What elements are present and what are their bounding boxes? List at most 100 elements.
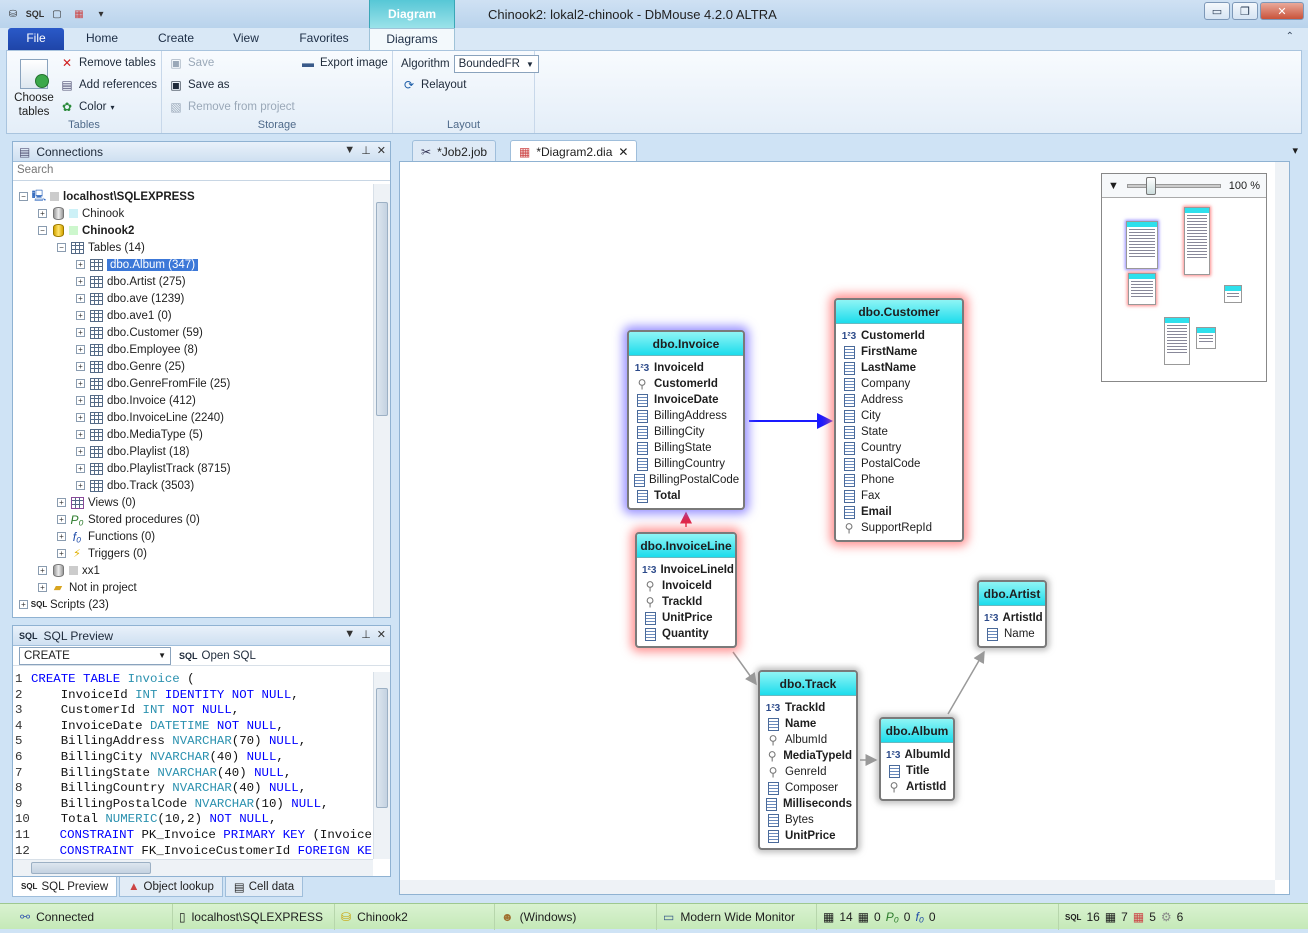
- tree-table[interactable]: +dbo.ave (1239): [76, 290, 184, 307]
- tab-file[interactable]: File: [8, 28, 64, 50]
- entity-field[interactable]: ⚲ArtistId: [886, 779, 949, 795]
- entity-field[interactable]: ⚲GenreId: [765, 764, 852, 780]
- zoom-slider-thumb[interactable]: [1146, 176, 1157, 195]
- entity-field[interactable]: BillingCountry: [634, 456, 739, 472]
- pin-icon[interactable]: ⊥: [361, 145, 371, 157]
- tab-job2[interactable]: ✂ *Job2.job: [412, 140, 497, 162]
- remove-tables-button[interactable]: ✕ Remove tables: [59, 55, 156, 71]
- qat-dropdown-icon[interactable]: ▾: [98, 8, 104, 20]
- expand-icon[interactable]: +: [76, 362, 85, 371]
- entity-field[interactable]: ⚲TrackId: [642, 594, 731, 610]
- zoom-slider[interactable]: [1126, 176, 1221, 195]
- collapse-icon[interactable]: −: [57, 243, 66, 252]
- expand-icon[interactable]: +: [76, 345, 85, 354]
- expand-icon[interactable]: +: [57, 515, 66, 524]
- tree-table[interactable]: +dbo.Genre (25): [76, 358, 185, 375]
- expand-icon[interactable]: +: [38, 566, 47, 575]
- sql-mode-select[interactable]: CREATE ▼: [19, 646, 171, 665]
- collapse-icon[interactable]: −: [38, 226, 47, 235]
- tab-object-lookup[interactable]: ▲ Object lookup: [119, 877, 223, 897]
- tree-db-chinook2[interactable]: −Chinook2: [38, 222, 134, 239]
- entity-field[interactable]: ⚲AlbumId: [765, 732, 852, 748]
- entity-field[interactable]: BillingAddress: [634, 408, 739, 424]
- expand-icon[interactable]: +: [76, 464, 85, 473]
- entity-field[interactable]: BillingCity: [634, 424, 739, 440]
- expand-icon[interactable]: +: [76, 430, 85, 439]
- expand-icon[interactable]: +: [76, 260, 85, 269]
- entity-field[interactable]: Address: [841, 392, 958, 408]
- tree-table[interactable]: +dbo.Playlist (18): [76, 443, 189, 460]
- panel-menu-icon[interactable]: ▼: [344, 144, 356, 156]
- expand-icon[interactable]: +: [38, 583, 47, 592]
- export-image-button[interactable]: ▬ Export image: [300, 55, 388, 71]
- close-tab-icon[interactable]: ✕: [618, 144, 629, 159]
- color-button[interactable]: ✿ Color ▾: [59, 99, 115, 115]
- panel-close-icon[interactable]: ✕: [376, 145, 386, 157]
- save-as-button[interactable]: ▣ Save as: [168, 77, 229, 93]
- tree-not-in-project[interactable]: +▰Not in project: [38, 579, 137, 596]
- entity-field[interactable]: ⚲MediaTypeId: [765, 748, 852, 764]
- collapse-icon[interactable]: −: [19, 192, 28, 201]
- panel-menu-icon[interactable]: ▼: [344, 628, 356, 640]
- expand-icon[interactable]: +: [57, 498, 66, 507]
- remove-from-project-button[interactable]: ▧ Remove from project: [168, 99, 294, 115]
- entity-field[interactable]: Milliseconds: [765, 796, 852, 812]
- entity-field[interactable]: Composer: [765, 780, 852, 796]
- tree-server[interactable]: −🖳localhost\SQLEXPRESS: [19, 188, 195, 205]
- entity-field[interactable]: LastName: [841, 360, 958, 376]
- entity-field[interactable]: Country: [841, 440, 958, 456]
- tree-table[interactable]: +dbo.Employee (8): [76, 341, 198, 358]
- zoom-dropdown-icon[interactable]: ▼: [1108, 179, 1119, 192]
- expand-icon[interactable]: +: [76, 277, 85, 286]
- entity-field[interactable]: PostalCode: [841, 456, 958, 472]
- tree-db-xx1[interactable]: +xx1: [38, 562, 100, 579]
- sql-icon[interactable]: SQL: [25, 9, 45, 19]
- link-album-artist[interactable]: [947, 650, 985, 715]
- entity-title[interactable]: dbo.Customer: [836, 300, 962, 324]
- entity-title[interactable]: dbo.Artist: [979, 582, 1045, 606]
- entity-field[interactable]: Email: [841, 504, 958, 520]
- entity-field[interactable]: UnitPrice: [765, 828, 852, 844]
- restore-button[interactable]: ❐: [1232, 2, 1258, 20]
- expand-icon[interactable]: +: [76, 328, 85, 337]
- tree-table[interactable]: +dbo.PlaylistTrack (8715): [76, 460, 231, 477]
- entity-field[interactable]: InvoiceDate: [634, 392, 739, 408]
- entity-field[interactable]: Quantity: [642, 626, 731, 642]
- new-document-icon[interactable]: ▢: [52, 8, 62, 20]
- minimize-button[interactable]: ▭: [1204, 2, 1230, 20]
- tree-scrollbar[interactable]: [373, 184, 390, 617]
- tab-view[interactable]: View: [233, 31, 259, 45]
- db-icon[interactable]: ⛁: [8, 8, 18, 20]
- entity-field[interactable]: BillingPostalCode: [634, 472, 739, 488]
- canvas-vscrollbar[interactable]: [1275, 162, 1289, 880]
- document-menu-icon[interactable]: ▾: [1292, 145, 1298, 157]
- sql-hscrollbar[interactable]: [13, 859, 373, 876]
- tree-tables-folder[interactable]: −Tables (14): [57, 239, 145, 256]
- entity-field[interactable]: Title: [886, 763, 949, 779]
- expand-icon[interactable]: +: [76, 413, 85, 422]
- minimap[interactable]: [1102, 199, 1266, 381]
- tree-triggers[interactable]: +⚡Triggers (0): [57, 545, 147, 562]
- tree-table[interactable]: +dbo.MediaType (5): [76, 426, 203, 443]
- expand-icon[interactable]: +: [76, 311, 85, 320]
- expand-icon[interactable]: +: [76, 447, 85, 456]
- entity-field[interactable]: ⚲SupportRepId: [841, 520, 958, 536]
- canvas-hscrollbar[interactable]: [400, 880, 1275, 894]
- tab-create[interactable]: Create: [157, 31, 195, 45]
- expand-icon[interactable]: +: [76, 481, 85, 490]
- tree-table[interactable]: +dbo.InvoiceLine (2240): [76, 409, 224, 426]
- tab-cell-data[interactable]: ▤ Cell data: [224, 877, 304, 897]
- entity-field[interactable]: Total: [634, 488, 739, 504]
- entity-field[interactable]: State: [841, 424, 958, 440]
- panel-close-icon[interactable]: ✕: [376, 629, 386, 641]
- link-invoiceline-track[interactable]: [732, 651, 757, 686]
- entity-field[interactable]: ⚲InvoiceId: [642, 578, 731, 594]
